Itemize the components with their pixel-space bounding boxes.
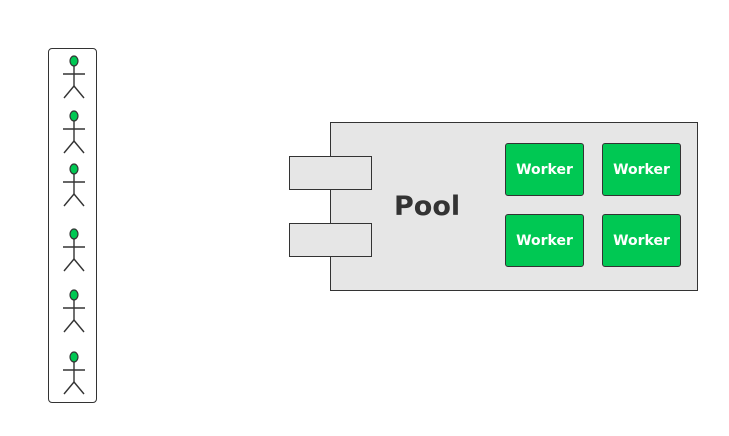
person-icon (63, 351, 85, 395)
worker-box: Worker (505, 214, 584, 267)
client-queue (48, 48, 97, 403)
worker-box: Worker (602, 214, 681, 267)
person-icon (63, 110, 85, 154)
pool-port-bottom (289, 223, 372, 257)
worker-box: Worker (602, 143, 681, 196)
person-icon (63, 163, 85, 207)
pool-port-top (289, 156, 372, 190)
pool-label: Pool (394, 191, 461, 222)
person-icon (63, 228, 85, 272)
person-icon (63, 55, 85, 99)
worker-box: Worker (505, 143, 584, 196)
person-icon (63, 289, 85, 333)
